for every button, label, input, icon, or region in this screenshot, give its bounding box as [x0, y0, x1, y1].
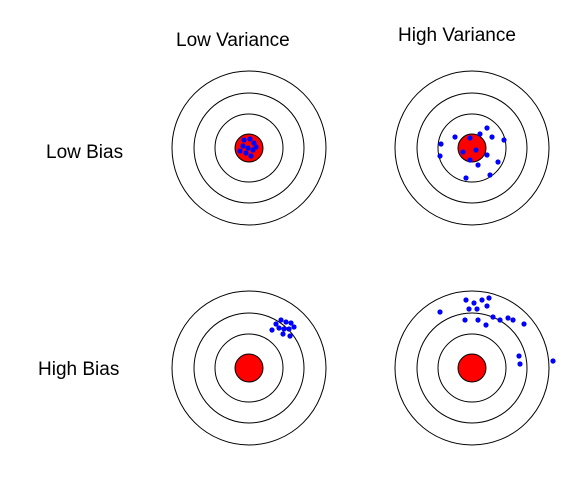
shot [240, 143, 246, 149]
shots [237, 136, 259, 159]
shot [467, 135, 473, 141]
column-header-low-variance: Low Variance [176, 30, 290, 51]
outer-ring [171, 290, 327, 446]
bullseye [457, 133, 487, 163]
shot [487, 172, 493, 178]
shot [291, 324, 297, 330]
shot [471, 300, 477, 306]
outer-ring [394, 70, 550, 226]
shot [501, 137, 507, 143]
shots [437, 295, 556, 367]
middle-ring [193, 92, 305, 204]
shot [489, 134, 495, 140]
shot [510, 317, 516, 323]
inner-ring [437, 113, 507, 183]
outer-ring [394, 290, 550, 446]
shot [247, 136, 253, 142]
shot [462, 317, 468, 323]
shot [473, 147, 479, 153]
middle-ring [193, 312, 305, 424]
shot [466, 306, 472, 312]
shot [484, 303, 490, 309]
middle-ring [416, 312, 528, 424]
shot [475, 317, 481, 323]
bullseye [234, 353, 264, 383]
target-high-bias-low-variance [171, 290, 327, 446]
shot [477, 131, 483, 137]
shot [287, 333, 293, 339]
shot [237, 148, 243, 154]
row-label-high-bias: High Bias [38, 359, 120, 380]
shot [245, 145, 251, 151]
shot [484, 125, 490, 131]
shot [243, 150, 249, 156]
target-low-bias-high-variance [394, 70, 550, 226]
shot [273, 321, 279, 327]
middle-ring [416, 92, 528, 204]
column-header-high-variance: High Variance [398, 25, 516, 46]
shot [495, 159, 501, 165]
shot [505, 315, 511, 321]
row-label-low-bias: Low Bias [46, 142, 124, 163]
shots [269, 317, 297, 339]
shot [483, 322, 489, 328]
shot [463, 175, 469, 181]
shots [437, 125, 507, 181]
bullseye [457, 353, 487, 383]
inner-ring [437, 333, 507, 403]
shot [283, 319, 289, 325]
shot [278, 317, 284, 323]
shot [437, 153, 443, 159]
shot [479, 297, 485, 303]
shot [438, 141, 444, 147]
shot [269, 327, 275, 333]
shot [475, 162, 481, 168]
target-low-bias-low-variance [171, 70, 327, 226]
shot [497, 317, 503, 323]
shot [460, 149, 466, 155]
shot [463, 297, 469, 303]
shot [517, 361, 523, 367]
shot [288, 320, 294, 326]
shot [521, 321, 527, 327]
shot [280, 331, 286, 337]
shot [248, 153, 254, 159]
shot [550, 358, 556, 364]
shot [486, 295, 492, 301]
inner-ring [214, 113, 284, 183]
target-high-bias-high-variance [394, 290, 556, 446]
shot [467, 157, 473, 163]
shot [253, 144, 259, 150]
shot [286, 326, 292, 332]
shot [484, 152, 490, 158]
inner-ring [214, 333, 284, 403]
shot [241, 137, 247, 143]
shot [281, 326, 287, 332]
shot [251, 140, 257, 146]
shot [437, 309, 443, 315]
shot [276, 325, 282, 331]
shot [490, 314, 496, 320]
outer-ring [171, 70, 327, 226]
shot [452, 134, 458, 140]
shot [474, 306, 480, 312]
shot [516, 353, 522, 359]
